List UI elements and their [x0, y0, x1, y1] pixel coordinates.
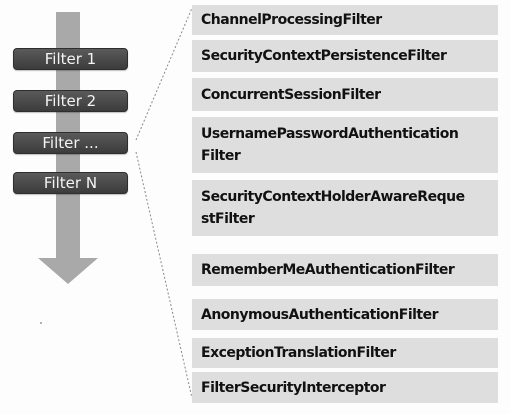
filter-pill-ellipsis: Filter ...: [13, 132, 128, 154]
chain-box-security-context-persistence: SecurityContextPersistenceFilter: [192, 40, 498, 72]
chain-box-concurrent-session: ConcurrentSessionFilter: [192, 78, 498, 111]
chain-box-label-line-1: UsernamePasswordAuthentication: [201, 126, 459, 142]
chain-box-label: AnonymousAuthenticationFilter: [201, 306, 439, 323]
chain-box-remember-me-authentication: RememberMeAuthenticationFilter: [192, 254, 498, 286]
chain-box-label: RememberMeAuthenticationFilter: [201, 262, 455, 278]
chain-box-username-password-authentication: UsernamePasswordAuthentication Filter: [192, 117, 498, 173]
chain-box-label-line-2: Filter: [201, 148, 241, 164]
chain-box-label-line-2: stFilter: [201, 211, 255, 227]
chain-box-label: FilterSecurityInterceptor: [201, 379, 386, 396]
chain-box-label: ExceptionTranslationFilter: [201, 345, 396, 361]
chain-box-filter-security-interceptor: FilterSecurityInterceptor: [192, 372, 498, 403]
chain-box-anonymous-authentication: AnonymousAuthenticationFilter: [192, 299, 498, 330]
chain-box-exception-translation: ExceptionTranslationFilter: [192, 338, 498, 368]
chain-box-label: ChannelProcessingFilter: [201, 12, 382, 28]
chain-box-label-line-1: SecurityContextHolderAwareReque: [201, 189, 465, 205]
chain-box-label: SecurityContextPersistenceFilter: [201, 48, 447, 64]
connector-top: [135, 7, 193, 141]
chain-box-security-context-holder-aware-request: SecurityContextHolderAwareReque stFilter: [192, 180, 498, 236]
filter-pill-n: Filter N: [13, 172, 128, 194]
scan-speck: [40, 322, 42, 324]
chain-box-channel-processing: ChannelProcessingFilter: [192, 5, 498, 35]
filter-pill-1: Filter 1: [13, 48, 128, 70]
filter-pill-2: Filter 2: [13, 90, 128, 112]
connector-bottom: [135, 151, 193, 399]
chain-box-label: ConcurrentSessionFilter: [201, 86, 381, 103]
